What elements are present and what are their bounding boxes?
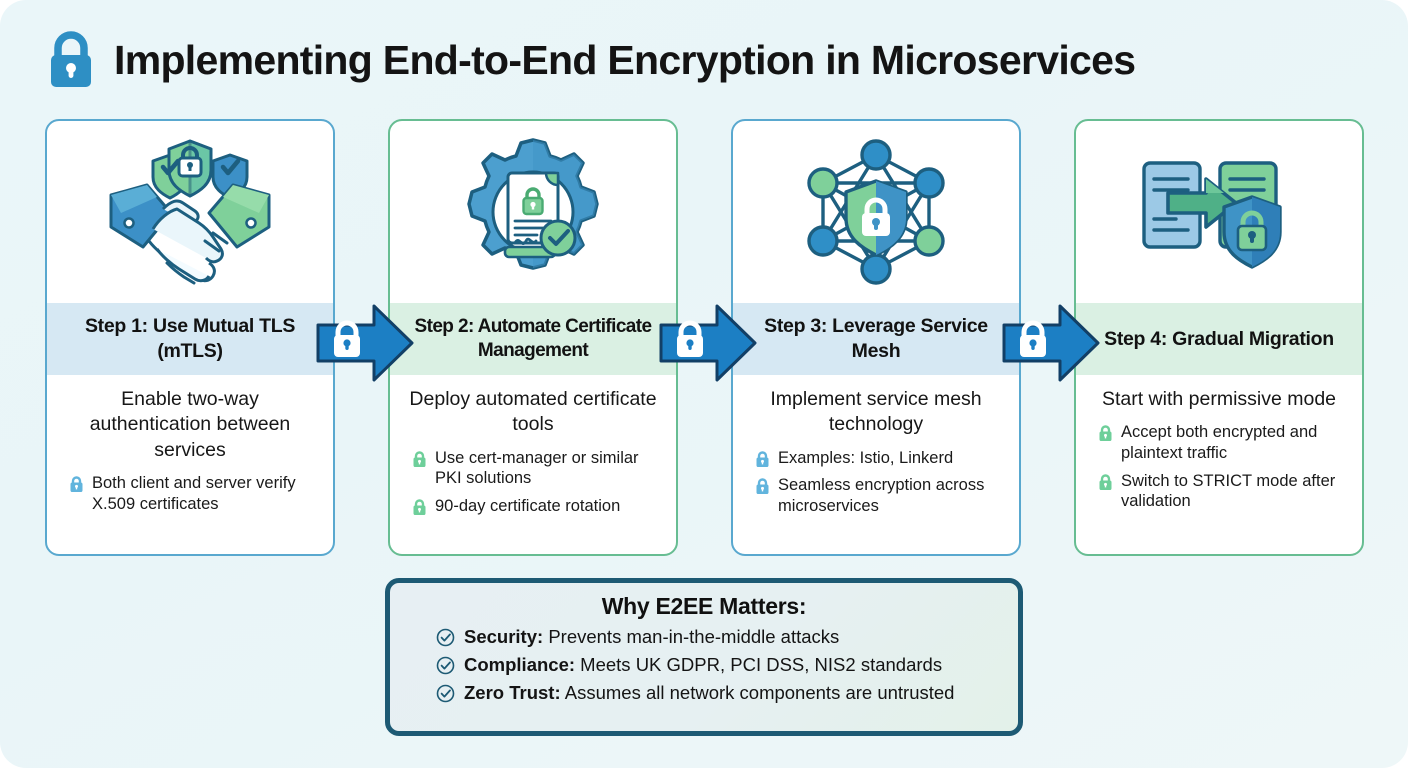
- why-box-list: Security: Prevents man-in-the-middle att…: [408, 626, 1000, 705]
- bullet-item: Use cert-manager or similar PKI solution…: [404, 448, 662, 489]
- why-box-title: Why E2EE Matters:: [601, 593, 807, 619]
- step-3-title: Step 3: Leverage Service Mesh: [764, 315, 988, 362]
- step-3-body: Implement service mesh technology Exampl…: [733, 375, 1019, 554]
- step-3-bullets: Examples: Istio, Linkerd Seamless encryp…: [747, 448, 1005, 517]
- lock-icon: [70, 476, 83, 493]
- bullet-item: Both client and server verify X.509 cert…: [61, 473, 319, 514]
- document-migration-shield-icon: [1142, 160, 1282, 269]
- step-card-1: Step 1: Use Mutual TLS (mTLS) Enable two…: [45, 119, 335, 556]
- lock-icon: [413, 451, 426, 467]
- why-item-text: Security: Prevents man-in-the-middle att…: [464, 626, 839, 648]
- step-2-lead: Deploy automated certificate tools: [409, 388, 657, 436]
- bullet-item: Examples: Istio, Linkerd: [747, 448, 1005, 469]
- lock-icon: [413, 499, 426, 515]
- step-3-title-band: Step 3: Leverage Service Mesh: [733, 303, 1019, 375]
- step-connector-arrow-1: [316, 304, 414, 382]
- bullet-text: Use cert-manager or similar PKI solution…: [435, 448, 639, 488]
- why-list-item: Compliance: Meets UK GDPR, PCI DSS, NIS2…: [436, 654, 1000, 676]
- step-2-body: Deploy automated certificate tools Use c…: [390, 375, 676, 554]
- page-header: Implementing End-to-End Encryption in Mi…: [46, 30, 1136, 90]
- bullet-text: Switch to STRICT mode after validation: [1121, 471, 1336, 511]
- padlock-icon: [51, 31, 91, 87]
- lock-icon: [334, 320, 360, 357]
- step-4-title-band: Step 4: Gradual Migration: [1076, 303, 1362, 375]
- step-card-2: Step 2: Automate Certificate Management …: [388, 119, 678, 556]
- step-3-icon-area: [733, 121, 1019, 303]
- check-circle-icon: [436, 628, 455, 647]
- step-card-3: Step 3: Leverage Service Mesh Implement …: [731, 119, 1021, 556]
- step-1-title-band: Step 1: Use Mutual TLS (mTLS): [47, 303, 333, 375]
- lock-icon: [1020, 320, 1046, 357]
- step-card-4: Step 4: Gradual Migration Start with per…: [1074, 119, 1364, 556]
- why-item-detail: Assumes all network components are untru…: [564, 682, 955, 704]
- check-circle-icon: [436, 656, 455, 675]
- step-2-title-band: Step 2: Automate Certificate Management: [390, 303, 676, 375]
- step-4-body: Start with permissive mode Accept both e…: [1076, 375, 1362, 554]
- bullet-item: Switch to STRICT mode after validation: [1090, 471, 1348, 512]
- bullet-item: Seamless encryption across microservices: [747, 475, 1005, 516]
- step-1-icon-area: [47, 121, 333, 303]
- network-mesh-shield-icon: [807, 139, 945, 285]
- why-item-detail: Meets UK GDPR, PCI DSS, NIS2 standards: [580, 654, 943, 676]
- step-4-title: Step 4: Gradual Migration: [1104, 327, 1334, 350]
- page-title: Implementing End-to-End Encryption in Mi…: [114, 36, 1136, 83]
- why-list-item: Zero Trust: Assumes all network componen…: [436, 682, 1000, 704]
- step-connector-arrow-3: [1002, 304, 1100, 382]
- lock-icon: [756, 478, 769, 495]
- step-1-title: Step 1: Use Mutual TLS (mTLS): [84, 315, 296, 362]
- check-circle-icon: [436, 685, 455, 703]
- step-1-bullets: Both client and server verify X.509 cert…: [61, 473, 319, 514]
- step-3-lead: Implement service mesh technology: [770, 388, 982, 436]
- bullet-text: 90-day certificate rotation: [435, 496, 621, 515]
- why-item-detail: Prevents man-in-the-middle attacks: [548, 626, 840, 647]
- lock-icon: [677, 320, 703, 357]
- step-2-bullets: Use cert-manager or similar PKI solution…: [404, 448, 662, 517]
- step-4-lead: Start with permissive mode: [1101, 388, 1337, 410]
- lock-icon: [1099, 473, 1112, 490]
- bullet-text: Seamless encryption across microservices: [778, 476, 985, 515]
- gear-certificate-icon: [467, 138, 599, 270]
- why-item-text: Zero Trust: Assumes all network componen…: [464, 682, 954, 704]
- why-e2ee-matters-box: Why E2EE Matters: Security: Prevents man…: [385, 578, 1023, 736]
- bullet-text: Examples: Istio, Linkerd: [778, 448, 954, 467]
- why-item-term: Security:: [464, 626, 544, 647]
- bullet-item: 90-day certificate rotation: [404, 496, 662, 517]
- bullet-item: Accept both encrypted and plaintext traf…: [1090, 422, 1348, 463]
- why-item-term: Compliance:: [464, 654, 576, 676]
- handshake-shields-icon: [109, 139, 271, 285]
- step-4-bullets: Accept both encrypted and plaintext traf…: [1090, 422, 1348, 512]
- lock-icon: [756, 451, 769, 467]
- step-1-body: Enable two-way authentication between se…: [47, 375, 333, 554]
- step-4-icon-area: [1076, 121, 1362, 303]
- bullet-text: Both client and server verify X.509 cert…: [92, 474, 296, 513]
- why-item-text: Compliance: Meets UK GDPR, PCI DSS, NIS2…: [464, 654, 942, 676]
- step-2-title: Step 2: Automate Certificate Management: [414, 315, 653, 361]
- why-list-item: Security: Prevents man-in-the-middle att…: [436, 626, 1000, 648]
- lock-icon: [1099, 425, 1112, 442]
- step-1-lead: Enable two-way authentication between se…: [89, 388, 291, 461]
- step-2-icon-area: [390, 121, 676, 303]
- bullet-text: Accept both encrypted and plaintext traf…: [1121, 423, 1318, 462]
- why-item-term: Zero Trust:: [464, 682, 561, 704]
- step-connector-arrow-2: [659, 304, 757, 382]
